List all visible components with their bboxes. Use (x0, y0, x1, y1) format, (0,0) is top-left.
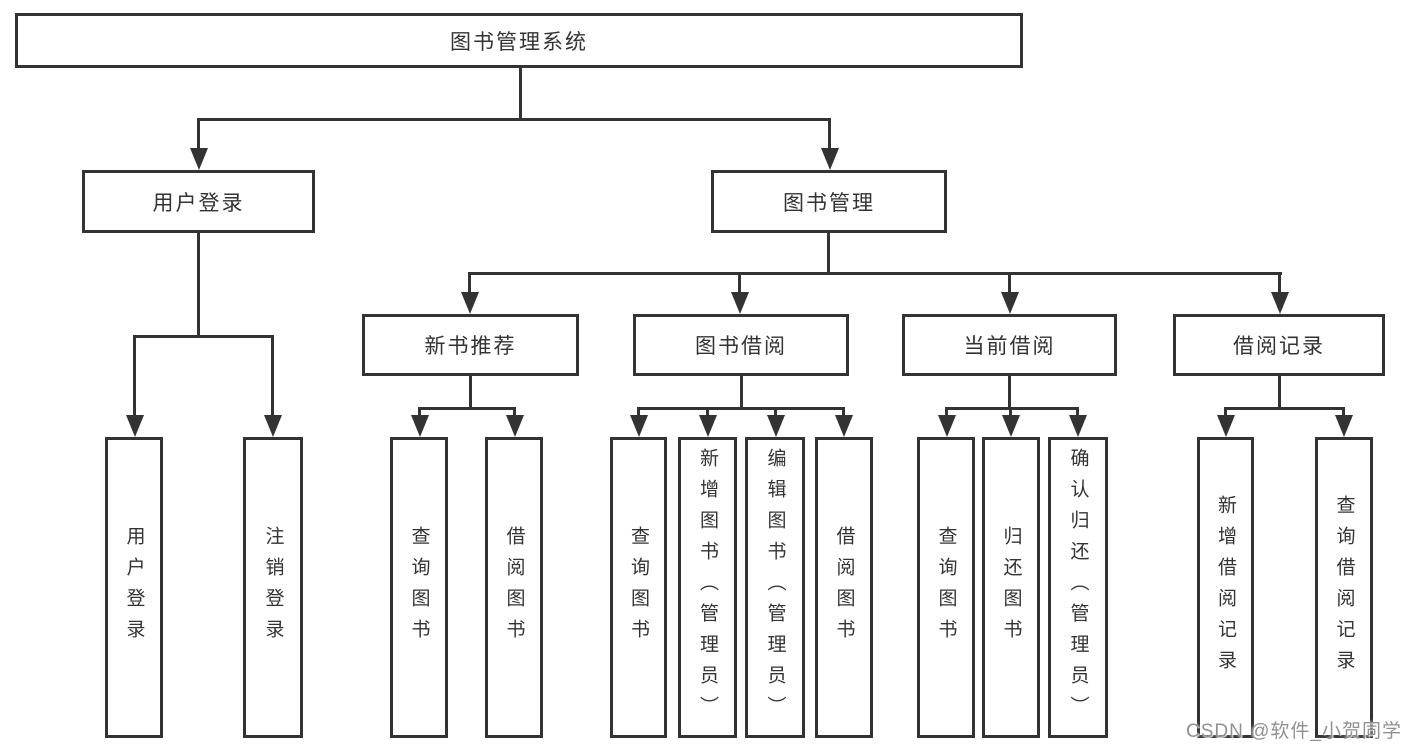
connector-line (469, 376, 472, 410)
connector-line (1278, 376, 1281, 410)
arrow-down-icon (126, 415, 144, 437)
connector-line (1008, 376, 1011, 410)
connector-line (197, 118, 200, 150)
csdn-watermark: CSDN @软件_小贺同学 (1186, 721, 1402, 742)
arrow-down-icon (1335, 415, 1353, 437)
node-book-borrowing: 图书借阅 (633, 314, 849, 376)
connector-line (945, 407, 1079, 410)
leaf-confirm-return-admin: 确认归还（管理员） (1048, 437, 1108, 738)
connector-line (513, 407, 516, 417)
connector-line (197, 118, 831, 121)
connector-line (418, 407, 516, 410)
leaf-query-books-borrowing: 查询图书 (610, 437, 667, 738)
connector-line (133, 335, 136, 417)
arrow-down-icon (731, 292, 749, 314)
connector-line (637, 407, 845, 410)
connector-line (197, 233, 200, 338)
arrow-down-icon (821, 148, 839, 170)
connector-line (827, 233, 830, 275)
connector-line (1009, 407, 1012, 417)
connector-line (637, 407, 640, 417)
connector-line (945, 407, 948, 417)
connector-line (468, 272, 1282, 275)
arrow-down-icon (1217, 415, 1235, 437)
node-current-borrowing: 当前借阅 (902, 314, 1117, 376)
arrow-down-icon (835, 415, 853, 437)
leaf-return-book: 归还图书 (982, 437, 1040, 738)
connector-line (133, 335, 274, 338)
arrow-down-icon (1001, 292, 1019, 314)
arrow-down-icon (767, 415, 785, 437)
leaf-add-book-admin: 新增图书（管理员） (678, 437, 737, 738)
node-user-login: 用户登录 (82, 170, 315, 233)
connector-line (1008, 272, 1011, 296)
leaf-borrow-books-recommend: 借阅图书 (485, 437, 543, 738)
connector-line (828, 118, 831, 150)
node-root: 图书管理系统 (15, 13, 1023, 68)
arrow-down-icon (461, 292, 479, 314)
connector-line (418, 407, 421, 417)
arrow-down-icon (1069, 415, 1087, 437)
arrow-down-icon (938, 415, 956, 437)
connector-line (1278, 272, 1281, 296)
connector-line (738, 272, 741, 296)
connector-line (468, 272, 471, 296)
arrow-down-icon (630, 415, 648, 437)
connector-line (1076, 407, 1079, 417)
arrow-down-icon (506, 415, 524, 437)
node-borrow-records: 借阅记录 (1173, 314, 1385, 376)
node-new-book-recommend: 新书推荐 (362, 314, 579, 376)
connector-line (1342, 407, 1345, 417)
connector-line (519, 68, 522, 121)
arrow-down-icon (411, 415, 429, 437)
arrow-down-icon (699, 415, 717, 437)
leaf-edit-book-admin: 编辑图书（管理员） (745, 437, 805, 738)
connector-line (842, 407, 845, 417)
connector-line (740, 376, 743, 410)
leaf-logout: 注销登录 (243, 437, 303, 738)
leaf-user-login: 用户登录 (105, 437, 163, 738)
connector-line (271, 335, 274, 417)
connector-line (706, 407, 709, 417)
connector-line (1224, 407, 1345, 410)
node-book-management: 图书管理 (711, 170, 947, 233)
leaf-add-borrow-record: 新增借阅记录 (1197, 437, 1254, 738)
connector-line (1224, 407, 1227, 417)
leaf-query-borrow-record: 查询借阅记录 (1315, 437, 1373, 738)
leaf-borrow-books: 借阅图书 (815, 437, 873, 738)
connector-line (774, 407, 777, 417)
arrow-down-icon (1002, 415, 1020, 437)
arrow-down-icon (264, 415, 282, 437)
leaf-query-books-current: 查询图书 (917, 437, 975, 738)
arrow-down-icon (1271, 292, 1289, 314)
leaf-query-books-recommend: 查询图书 (390, 437, 448, 738)
arrow-down-icon (190, 148, 208, 170)
